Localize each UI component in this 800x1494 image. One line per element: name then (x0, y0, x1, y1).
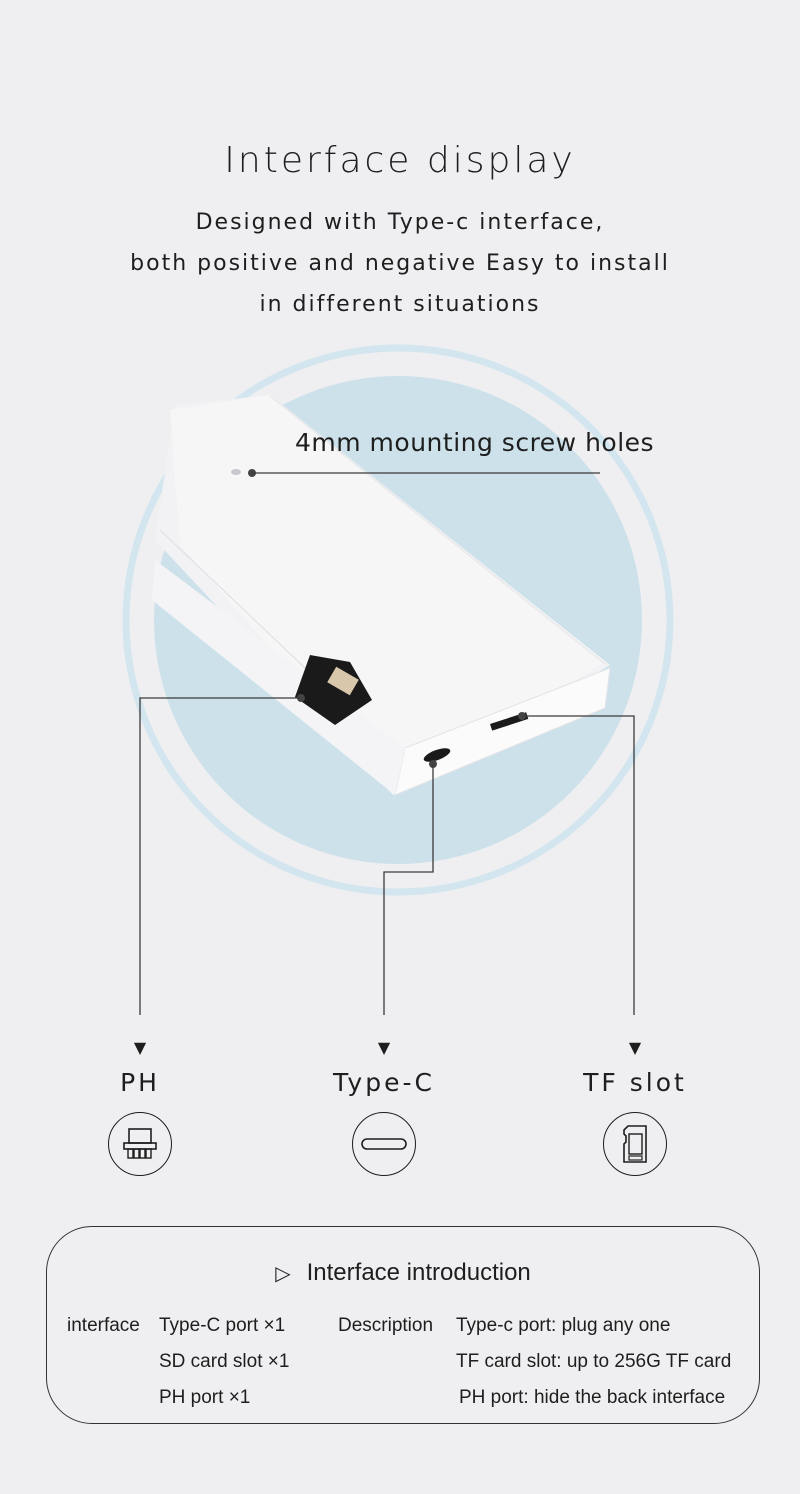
usb-c-opening (423, 748, 451, 762)
interface-item: SD card slot ×1 (159, 1351, 290, 1372)
down-arrow-icon: ▼ (133, 1038, 147, 1057)
usb-c-icon (352, 1112, 416, 1176)
subtitle-line: in different situations (259, 292, 541, 317)
product-diagram (122, 344, 674, 1015)
interface-item: PH port ×1 (159, 1387, 251, 1408)
screw-hole (231, 469, 241, 475)
port-tf-slot: ▼ TF slot (565, 1040, 705, 1176)
page-subtitle: Designed with Type-c interface, both pos… (0, 202, 800, 325)
subtitle-line: Designed with Type-c interface, (195, 210, 605, 235)
sd-card-icon (603, 1112, 667, 1176)
port-ph: ▼ PH (70, 1040, 210, 1176)
description-item: PH port: hide the back interface (459, 1387, 726, 1408)
subtitle-line: both positive and negative Easy to insta… (130, 251, 670, 276)
play-triangle-icon: ▷ (275, 1263, 291, 1285)
interface-label: interface (67, 1315, 140, 1336)
screw-holes-label: 4mm mounting screw holes (295, 428, 655, 457)
down-arrow-icon: ▼ (628, 1038, 642, 1057)
ph-port-opening (295, 655, 372, 725)
intro-heading: ▷ Interface introduction (47, 1259, 759, 1287)
description-label: Description (338, 1315, 434, 1336)
port-type-c: ▼ Type-C (314, 1040, 454, 1176)
interface-item: Type-C port ×1 (159, 1315, 286, 1336)
ph-connector-icon (108, 1112, 172, 1176)
port-name: TF slot (583, 1068, 687, 1097)
outer-ring (122, 344, 674, 896)
device-side (152, 560, 405, 795)
device-front (394, 667, 611, 796)
intro-title: Interface introduction (306, 1259, 531, 1286)
device-top-light (170, 395, 605, 790)
down-arrow-icon: ▼ (377, 1038, 391, 1057)
description-item: TF card slot: up to 256G TF card (456, 1351, 732, 1372)
description-item: Type-c port: plug any one (456, 1315, 671, 1336)
port-name: Type-C (333, 1068, 435, 1097)
page-title: Interface display (224, 140, 576, 181)
port-name: PH (120, 1068, 160, 1097)
interface-introduction-panel: ▷ Interface introduction interface Type-C… (46, 1226, 760, 1424)
